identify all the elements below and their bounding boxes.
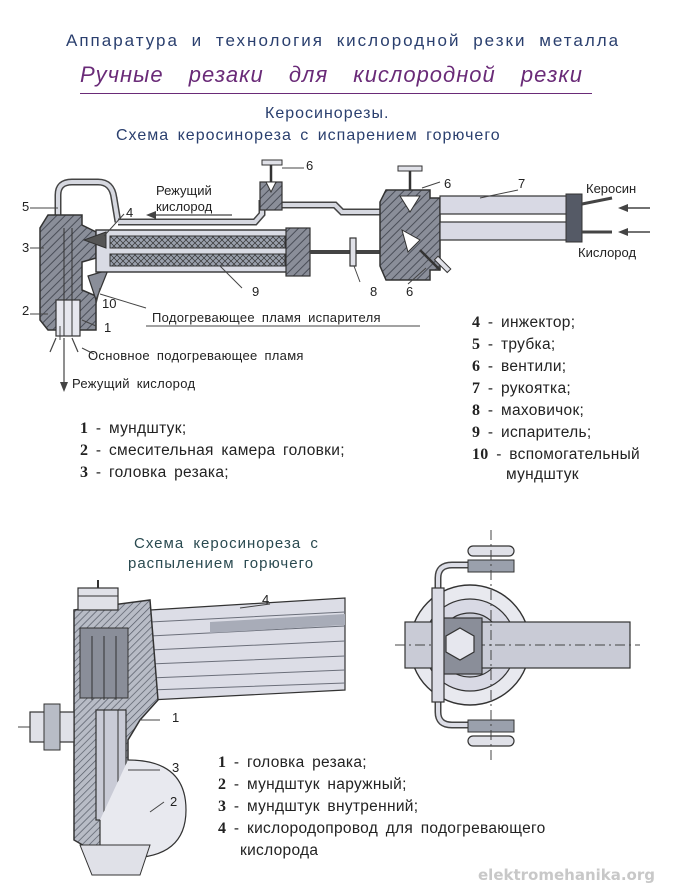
legend-text: - испаритель; xyxy=(487,424,592,441)
legend-text: - головка резака; xyxy=(95,464,229,481)
callout-2: 2 xyxy=(22,303,30,318)
legend2-item-2: 2 - мундштук наружный; xyxy=(218,776,407,794)
callout-4: 4 xyxy=(126,205,134,220)
callout-1: 1 xyxy=(104,320,112,335)
legend-number: 9 xyxy=(472,424,481,441)
section1-title-line2: Схема керосинореза с испарением горючего xyxy=(116,127,501,144)
legend-text: - мундштук внутренний; xyxy=(233,798,419,815)
page-subtitle: Ручные резаки для кислородной резки xyxy=(80,62,583,87)
legend1-item-1: 1 - мундштук; xyxy=(80,420,186,438)
callout-9: 9 xyxy=(252,284,260,299)
label-vaporizer-preheat-flame: Подогревающее пламя испарителя xyxy=(152,310,381,325)
callout-5: 5 xyxy=(22,199,30,214)
subtitle-underline xyxy=(80,93,592,94)
watermark: elektromehanika.org xyxy=(478,866,655,884)
label-cutting-oxygen-2: кислород xyxy=(156,199,213,214)
legend2-item-4-cont: кислорода xyxy=(240,842,319,859)
label-main-preheat-flame: Основное подогревающее пламя xyxy=(88,348,304,363)
legend1-item-6: 6 - вентили; xyxy=(472,358,566,376)
page-header-title: Аппаратура и технология кислородной резк… xyxy=(66,31,621,50)
callout-10: 10 xyxy=(102,296,117,311)
legend-number: 2 xyxy=(80,442,89,459)
legend1-item-7: 7 - рукоятка; xyxy=(472,380,571,398)
legend-number: 1 xyxy=(218,754,227,771)
section2-title-line1: Схема керосинореза с xyxy=(134,535,319,552)
callout-6-top: 6 xyxy=(444,176,452,191)
legend1-item-10-cont: мундштук xyxy=(506,466,579,483)
legend-text: - мундштук наружный; xyxy=(233,776,407,793)
legend-text: - вспомогательный xyxy=(496,446,640,463)
callout-6-bottom: 6 xyxy=(406,284,414,299)
callout-3: 3 xyxy=(22,240,30,255)
legend-number: 4 xyxy=(218,820,227,837)
callout-7: 7 xyxy=(518,176,526,191)
legend1-item-5: 5 - трубка; xyxy=(472,336,556,354)
callout-6-left: 6 xyxy=(306,158,314,173)
legend-number: 6 xyxy=(472,358,481,375)
legend2-item-4: 4 - кислородопровод для подогревающего xyxy=(218,820,546,838)
callout2-2: 2 xyxy=(170,794,178,809)
legend-text: - мундштук; xyxy=(95,420,187,437)
callout-8: 8 xyxy=(370,284,378,299)
legend1-item-2: 2 - смесительная камера головки; xyxy=(80,442,345,460)
legend-number: 1 xyxy=(80,420,89,437)
legend-text: - рукоятка; xyxy=(487,380,572,397)
legend1-item-3: 3 - головка резака; xyxy=(80,464,229,482)
label-cutting-oxygen-1: Режущий xyxy=(156,183,212,198)
legend-number: 3 xyxy=(80,464,89,481)
legend-number: 5 xyxy=(472,336,481,353)
section1-title-line1: Керосинорезы. xyxy=(265,105,390,122)
section2-title-line2: распылением горючего xyxy=(128,555,315,572)
callout2-3: 3 xyxy=(172,760,180,775)
legend-text: - вентили; xyxy=(487,358,567,375)
legend-number: 4 xyxy=(472,314,481,331)
callout2-1: 1 xyxy=(172,710,180,725)
legend-text: - смесительная камера головки; xyxy=(95,442,345,459)
legend-number: 8 xyxy=(472,402,481,419)
legend-text: - маховичок; xyxy=(487,402,585,419)
legend-text: - трубка; xyxy=(487,336,556,353)
legend1-item-4: 4 - инжектор; xyxy=(472,314,575,332)
legend-text: - инжектор; xyxy=(487,314,576,331)
legend-text: - кислородопровод для подогревающего xyxy=(233,820,546,837)
legend1-item-8: 8 - маховичок; xyxy=(472,402,584,420)
label-oxygen: Кислород xyxy=(578,245,637,260)
label-cutting-oxygen-out: Режущий кислород xyxy=(72,376,196,391)
legend-number: 7 xyxy=(472,380,481,397)
legend-number: 2 xyxy=(218,776,227,793)
callout2-4: 4 xyxy=(262,592,270,607)
legend-text: - головка резака; xyxy=(233,754,367,771)
legend-number: 10 xyxy=(472,446,489,463)
legend1-item-9: 9 - испаритель; xyxy=(472,424,591,442)
legend1-item-10: 10 - вспомогательный xyxy=(472,446,640,464)
legend2-item-1: 1 - головка резака; xyxy=(218,754,367,772)
legend-number: 3 xyxy=(218,798,227,815)
legend2-item-3: 3 - мундштук внутренний; xyxy=(218,798,418,816)
label-kerosene: Керосин xyxy=(586,181,637,196)
